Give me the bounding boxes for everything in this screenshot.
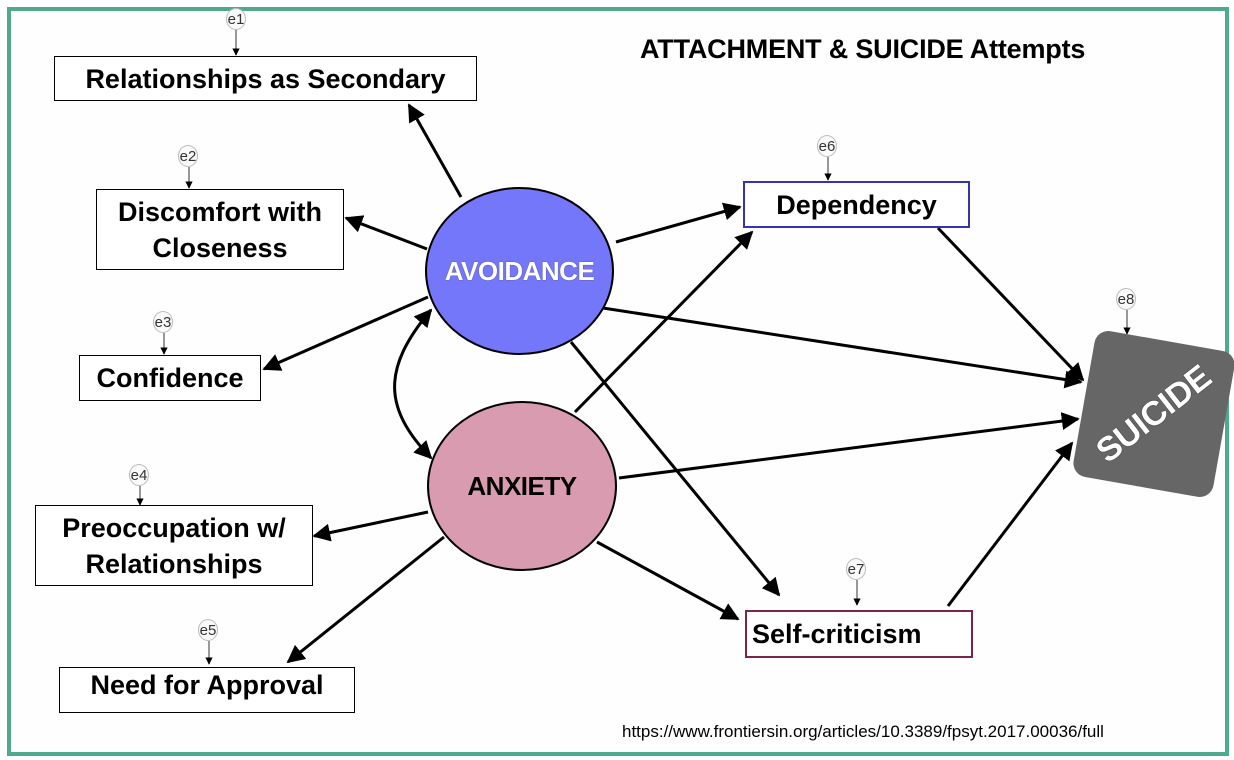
path-anxiety-preoccupation [312,510,429,542]
error-term-e1: e1 [226,8,246,30]
indicator-label-line2: Closeness [152,232,288,263]
error-term-e2: e2 [178,145,198,167]
indicator-relationships-secondary: Relationships as Secondary [54,56,477,101]
path-avoidance-selfcriticism [569,341,781,597]
mediator-self-criticism-label: Self-criticism [752,619,922,649]
indicator-label: Need for Approval [90,670,324,700]
error-term-e7: e7 [846,558,866,580]
path-avoidance-discomfort [344,215,428,251]
mediator-dependency: Dependency [743,181,970,228]
source-url: https://www.frontiersin.org/articles/10.… [622,722,1104,741]
path-anxiety-selfcriticism [596,540,740,621]
path-anxiety-suicide [618,412,1080,480]
indicator-preoccupation: Preoccupation w/ Relationships [35,505,313,586]
indicator-label-line1: Preoccupation w/ [62,512,286,543]
path-dependency-suicide [936,226,1085,382]
error-term-e6: e6 [817,135,837,157]
path-anxiety-need-approval [286,535,445,664]
indicator-label: Relationships as Secondary [85,63,446,94]
indicator-label-line2: Relationships [85,548,263,579]
error-term-e4: e4 [129,464,149,486]
mediator-self-criticism: Self-criticism [745,610,973,658]
diagram-title: ATTACHMENT & SUICIDE Attempts [640,34,1086,64]
mediator-dependency-label: Dependency [776,189,937,220]
path-avoidance-dependency [615,202,742,244]
indicator-discomfort-closeness: Discomfort with Closeness [96,189,344,270]
path-avoidance-confidence [262,295,429,371]
path-avoidance-relationships-secondary [407,103,463,198]
error-term-e5: e5 [198,619,218,641]
indicator-confidence: Confidence [79,355,261,401]
path-avoidance-suicide [602,306,1083,389]
indicator-label-line1: Discomfort with [117,196,322,227]
indicator-label: Confidence [96,363,244,393]
error-term-e8: e8 [1116,288,1136,310]
latent-anxiety-label: ANXIETY [467,470,577,501]
outcome-suicide: SUICIDE [1071,328,1234,500]
indicator-need-approval: Need for Approval [59,667,355,713]
path-selfcriticism-suicide [946,441,1074,607]
latent-avoidance: AVOIDANCE [425,187,614,355]
latent-avoidance-label: AVOIDANCE [444,255,595,286]
error-term-e3: e3 [153,311,173,333]
path-covariance-avoidance-anxiety [393,308,433,460]
latent-anxiety: ANXIETY [427,401,617,571]
outcome-suicide-label: SUICIDE [1089,357,1219,470]
